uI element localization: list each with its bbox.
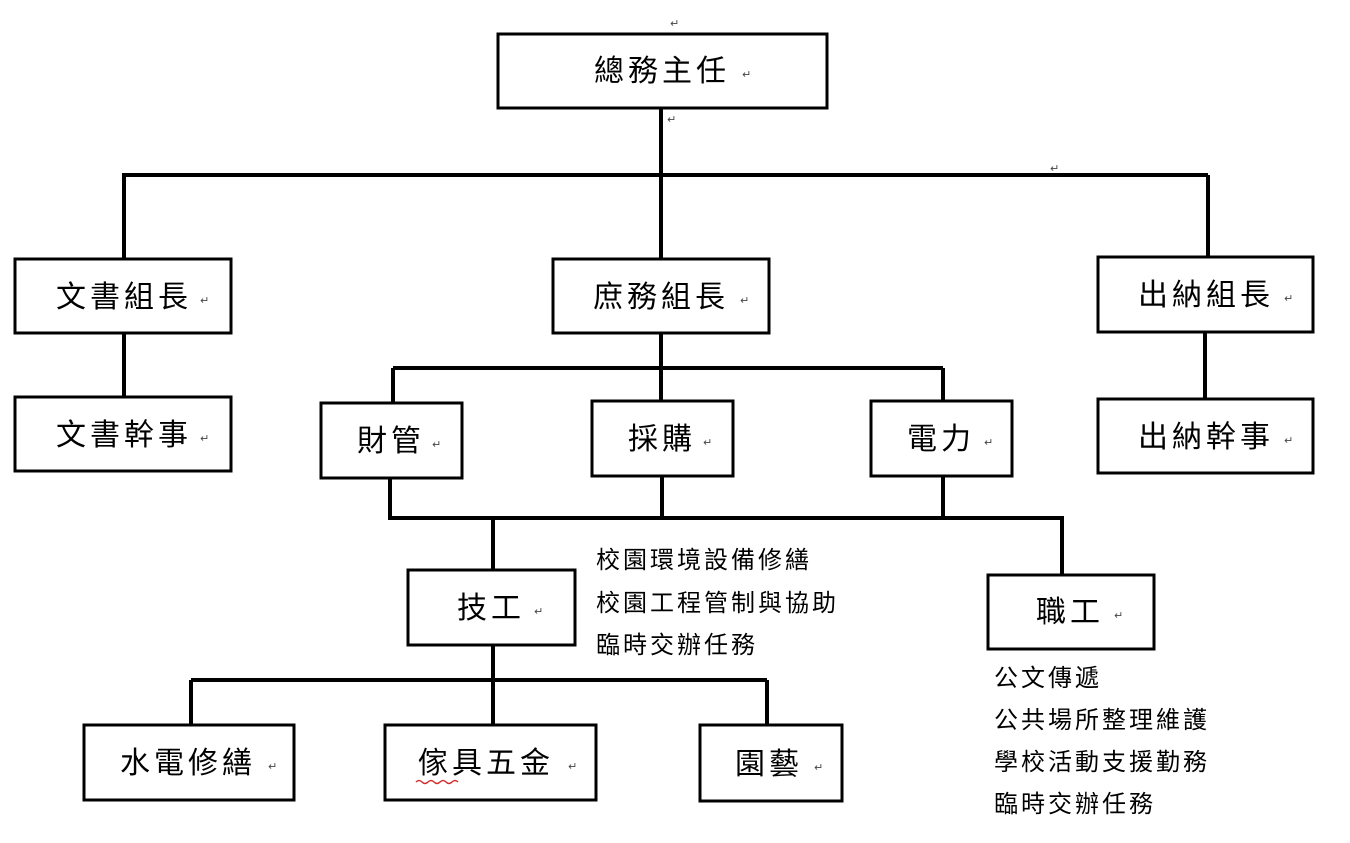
node-label: 技工 (457, 591, 525, 626)
node-label: 文書組長 (56, 280, 192, 315)
node-label: 出納幹事 (1138, 420, 1274, 455)
node-label: 電力 (907, 422, 975, 457)
paragraph-mark: ↵ (740, 294, 749, 307)
node-label: 總務主任 (594, 54, 730, 89)
node-technician: 技工 ↵ (406, 568, 577, 647)
technician-duties: 校園環境設備修繕 校園工程管制與協助 臨時交辦任務 (596, 546, 839, 659)
node-label: 採購 (628, 422, 696, 457)
node-property: 財管 ↵ (319, 401, 464, 480)
node-label: 庶務組長 (593, 280, 729, 315)
spellcheck-underline (415, 779, 459, 785)
paragraph-mark: ↵ (1284, 434, 1293, 447)
paragraph-mark: ↵ (432, 438, 441, 451)
paragraph-mark: ↵ (200, 294, 209, 307)
paragraph-mark: ↵ (1114, 609, 1123, 622)
connector-lines (122, 108, 1210, 724)
paragraph-mark: ↵ (268, 760, 277, 773)
node-cashier-leader: 出納組長 ↵ (1096, 255, 1315, 334)
paragraph-mark: ↵ (200, 432, 209, 445)
duty-item: 公文傳遞 (994, 664, 1102, 692)
node-label: 園藝 (735, 747, 803, 782)
node-director: 總務主任 ↵ (496, 32, 829, 110)
duty-item: 校園環境設備修繕 (596, 546, 812, 574)
node-gardening: 園藝 ↵ (698, 723, 844, 803)
paragraph-mark: ↵ (670, 17, 679, 30)
node-label: 文書幹事 (56, 418, 192, 453)
node-electricity: 電力 ↵ (869, 399, 1014, 478)
node-furniture-hardware: 傢具五金 ↵ (383, 723, 598, 802)
paragraph-mark: ↵ (667, 113, 676, 126)
node-procurement: 採購 ↵ (590, 399, 735, 478)
node-documents-officer: 文書幹事 ↵ (13, 395, 233, 473)
paragraph-mark: ↵ (534, 605, 543, 618)
paragraph-mark: ↵ (1284, 292, 1293, 305)
node-label: 職工 (1036, 595, 1104, 630)
duty-item: 臨時交辦任務 (596, 631, 758, 659)
paragraph-mark: ↵ (814, 761, 823, 774)
node-cashier-officer: 出納幹事 ↵ (1096, 397, 1315, 475)
node-general-affairs-leader: 庶務組長 ↵ (551, 257, 771, 335)
paragraph-mark: ↵ (984, 436, 993, 449)
staff-duties: 公文傳遞 公共場所整理維護 學校活動支援勤務 臨時交辦任務 (994, 664, 1210, 818)
node-plumbing-electrical: 水電修繕 ↵ (82, 723, 296, 802)
node-documents-leader: 文書組長 ↵ (13, 257, 233, 335)
duty-item: 公共場所整理維護 (994, 706, 1210, 734)
paragraph-mark: ↵ (742, 68, 751, 81)
duty-item: 學校活動支援勤務 (994, 748, 1210, 776)
paragraph-mark: ↵ (703, 436, 712, 449)
duty-item: 臨時交辦任務 (994, 790, 1156, 818)
node-label: 財管 (357, 424, 425, 459)
node-label: 傢具五金 (418, 746, 554, 781)
node-staff: 職工 ↵ (986, 573, 1156, 651)
node-label: 水電修繕 (120, 746, 256, 781)
node-label: 出納組長 (1138, 278, 1274, 313)
paragraph-mark: ↵ (1050, 162, 1059, 175)
paragraph-mark: ↵ (568, 760, 577, 773)
duty-item: 校園工程管制與協助 (596, 589, 839, 617)
